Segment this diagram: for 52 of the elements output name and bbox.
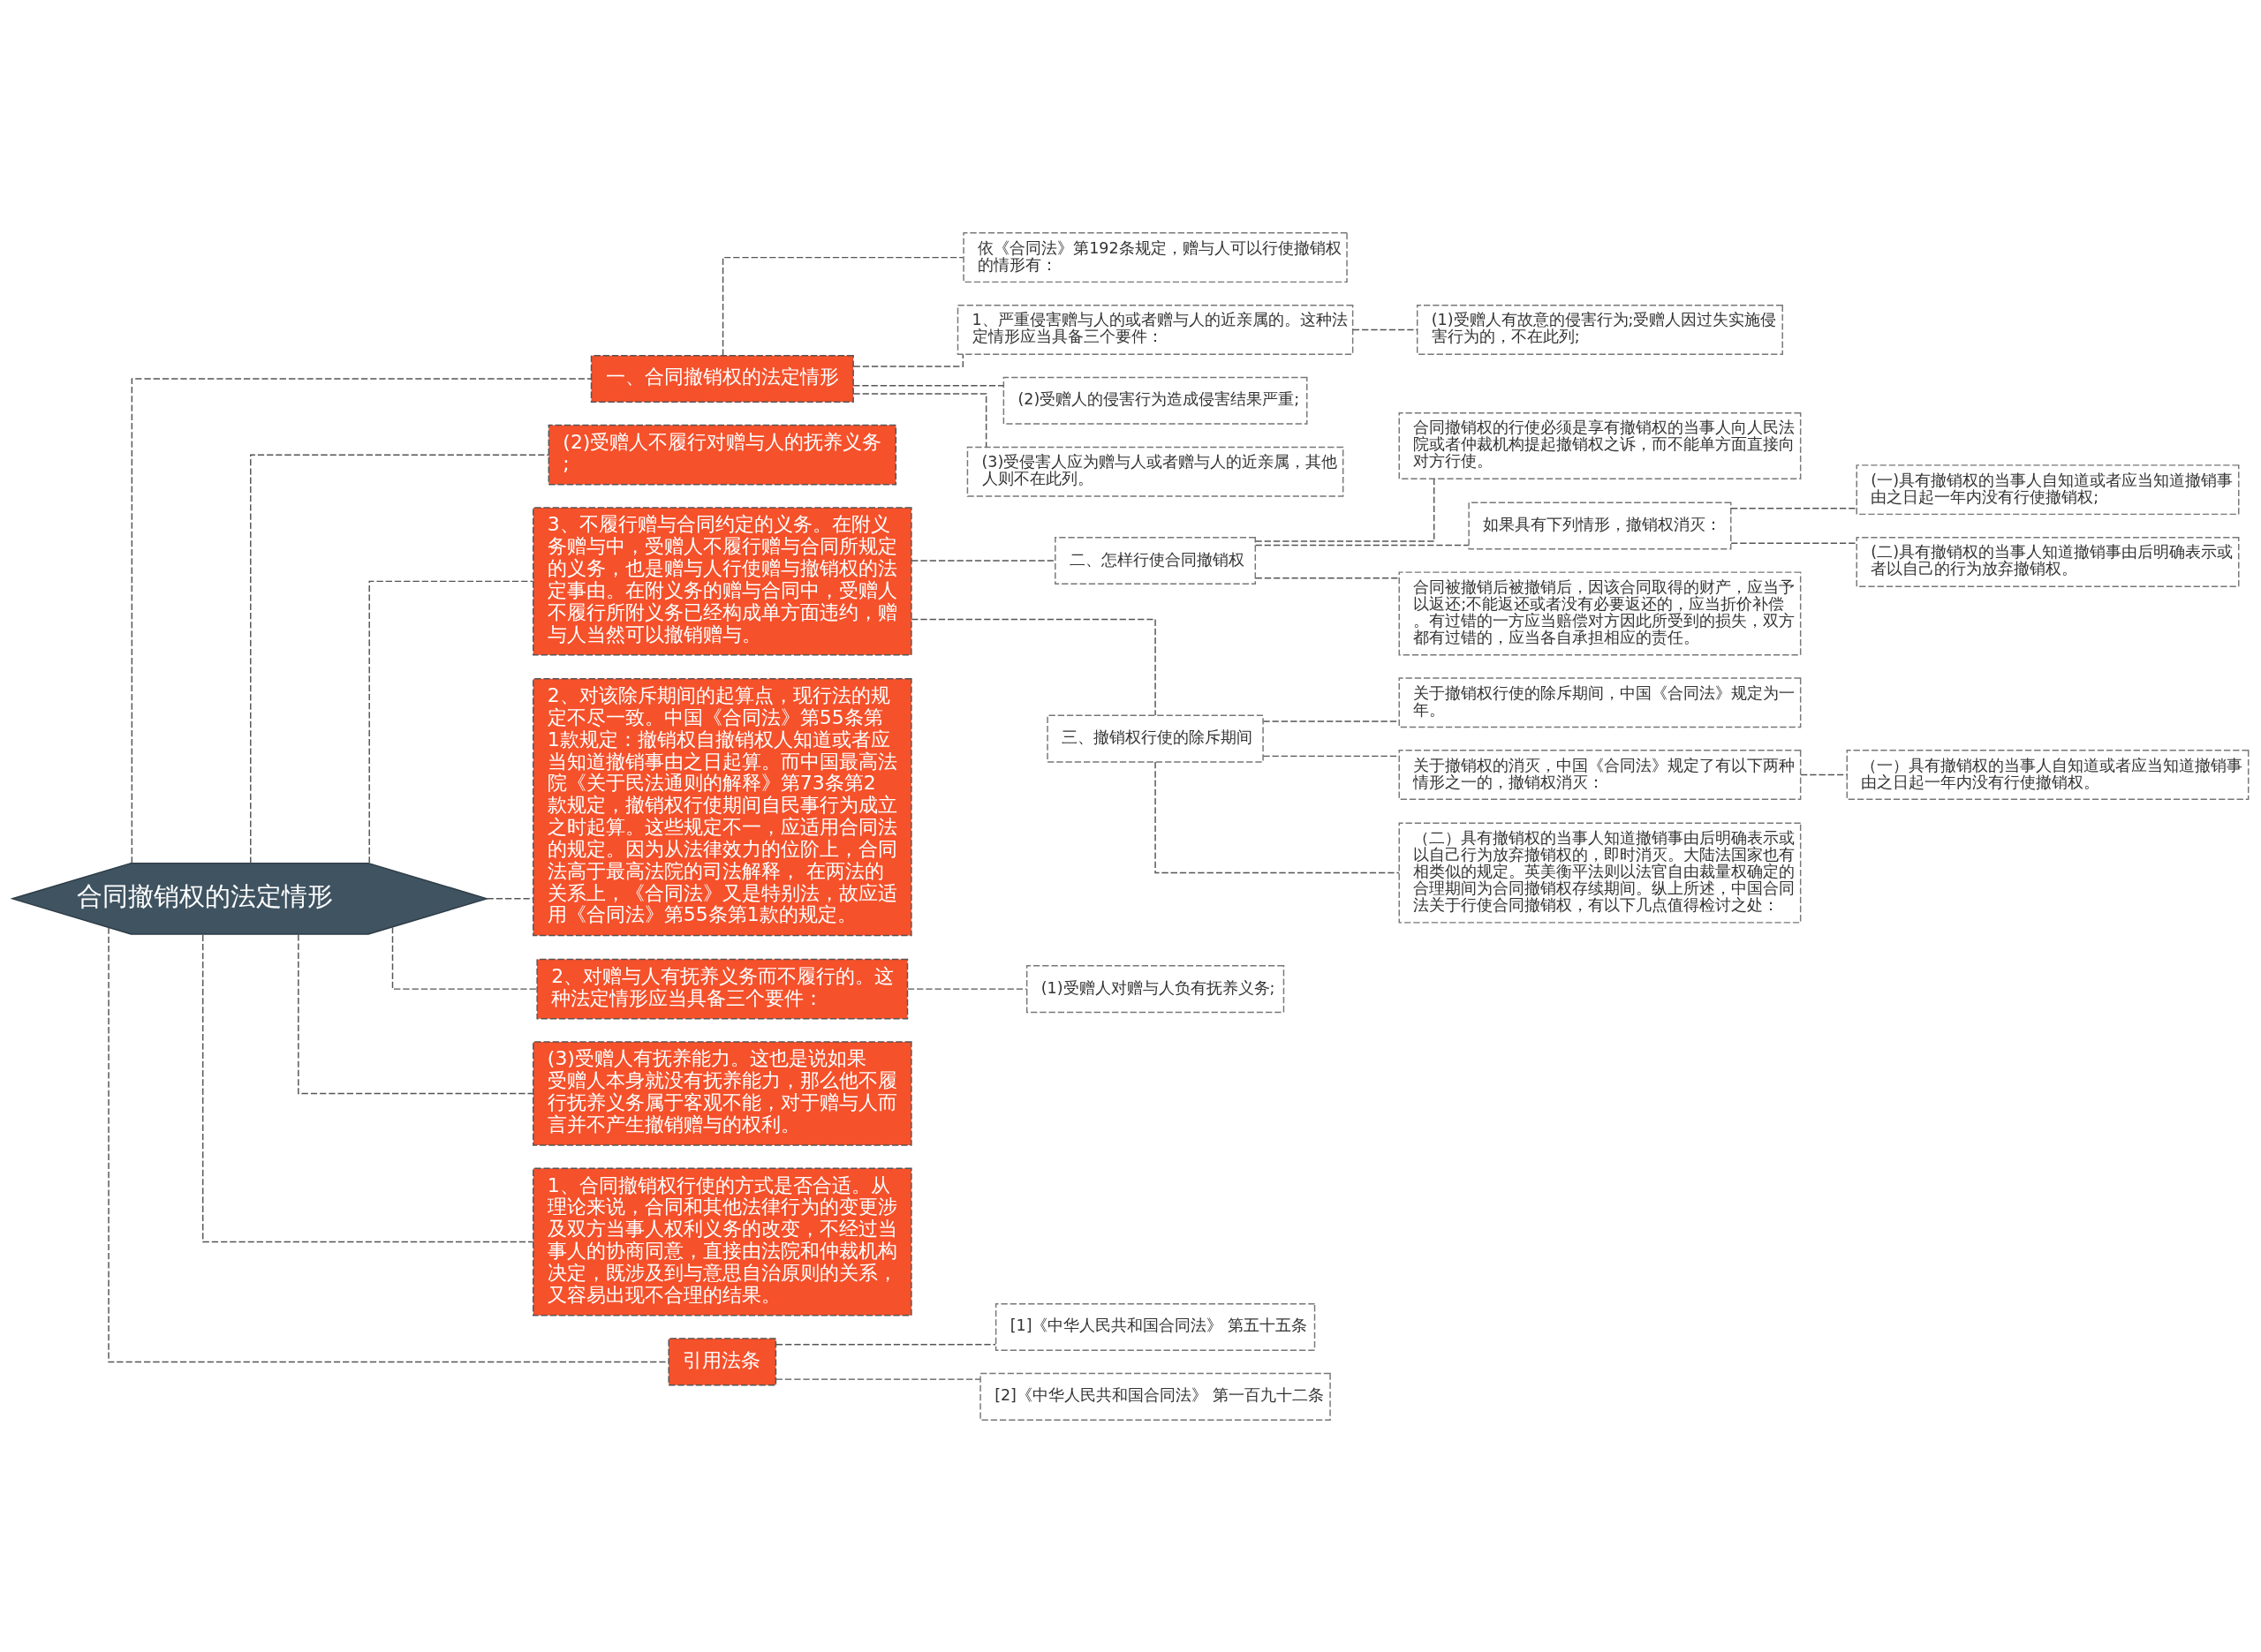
- node-box: 一、合同撤销权的法定情形: [590, 354, 854, 403]
- connector: [391, 925, 538, 990]
- node-box: （一）具有撤销权的当事人自知道或者应当知道撤销事由之日起一年内没有行使撤销权。: [1846, 749, 2250, 800]
- connector: [298, 933, 533, 1094]
- connector: [131, 377, 593, 864]
- node-box: 合同被撤销后被撤销后，因该合同取得的财产，应当予以返还;不能返还或者没有必要返还的，应当折价补偿。有过错的一方应当赔偿对方因此所受到的损失，双方都有过错的，应当各自承担相应的责任。: [1398, 570, 1802, 655]
- connector: [1730, 507, 1857, 509]
- node-box: （二）具有撤销权的当事人知道撤销事由后明确表示或以自己行为放弃撤销权的，即时消灭。大陆法国家也有相类似的规定。英美衡平法则以法官自由裁量权确定的合理期间为合同撤销权存续期间。纵上所述，中国合同法关于行使合同撤销权，有以下几点值得检讨之处：: [1398, 822, 1802, 924]
- connector: [907, 987, 1027, 990]
- connector: [722, 256, 964, 356]
- connector: [1254, 577, 1400, 578]
- connector: [911, 559, 1056, 562]
- node-box: 1、严重侵害赠与人的或者赠与人的近亲属的。这种法定情形应当具备三个要件：: [957, 304, 1354, 355]
- connector: [368, 580, 534, 864]
- connector: [775, 1377, 981, 1380]
- connector: [911, 618, 1156, 716]
- node-box: 合同撤销权的行使必须是享有撤销权的当事人向人民法院或者仲裁机构提起撤销权之诉，而不能单方面直接向对方行使。: [1398, 411, 1802, 479]
- connector: [1254, 544, 1470, 546]
- connector: [1154, 760, 1400, 873]
- node-box: 二、怎样行使合同撤销权: [1055, 536, 1257, 585]
- node-box: (二)具有撤销权的当事人知道撤销事由后明确表示或者以自己的行为放弃撤销权。: [1856, 536, 2240, 587]
- node-box: (1)受赠人对赠与人负有抚养义务;: [1025, 964, 1285, 1013]
- node-box: (2)受赠人不履行对赠与人的抚养义务;: [548, 424, 897, 485]
- node-box: 关于撤销权行使的除斥期间，中国《合同法》规定为一年。: [1398, 676, 1802, 728]
- node-box: (1)受赠人有故意的侵害行为;受赠人因过失实施侵害行为的，不在此列;: [1416, 304, 1783, 355]
- node-box: (2)受赠人的侵害行为造成侵害结果严重;: [1002, 376, 1308, 425]
- connector: [852, 392, 987, 448]
- node-box: 引用法条: [668, 1337, 777, 1385]
- connector: [852, 384, 1004, 386]
- node-box: [2]《中华人民共和国合同法》 第一百九十二条: [979, 1372, 1331, 1421]
- connector: [775, 1343, 996, 1345]
- node-box: 2、对该除斥期间的起算点，现行法的规定不尽一致。中国《合同法》第55条第1款规定：撤销权自撤销权人知道或者应当知道撤销事由之日起算。而中国最高法院《关于民法通则的解释》第73条第2款规定，撤销权行使期间自民事行为成立之时起算。这些规定不一，应适用合同法的规定。因为从法律效力的位阶上，合同法高于最高法院的司法解释， 在两法的关系上，《合同法》又是特别法，故应适用《合同法》第55条第1款的规定。: [533, 677, 912, 936]
- node-box: (一)具有撤销权的当事人自知道或者应当知道撤销事由之日起一年内没有行使撤销权;: [1856, 464, 2240, 515]
- connector: [1254, 478, 1435, 542]
- node-box: [1]《中华人民共和国合同法》 第五十五条: [994, 1302, 1316, 1351]
- node-box: 关于撤销权的消灭，中国《合同法》规定了有以下两种情形之一的，撤销权消灭：: [1398, 749, 1802, 800]
- node-box: 如果具有下列情形，撤销权消灭：: [1468, 502, 1732, 550]
- connector: [486, 897, 534, 900]
- connector: [1800, 773, 1848, 775]
- node-box: 三、撤销权行使的除斥期间: [1047, 714, 1264, 763]
- connector: [108, 926, 669, 1362]
- node-box: 3、不履行赠与合同约定的义务。在附义务赠与中，受赠人不履行赠与合同所规定的义务，也是赠与人行使赠与撤销权的法定事由。在附义务的赠与合同中，受赠人不履行所附义务已经构成单方面违约，赠与人当然可以撤销赠与。: [533, 506, 912, 655]
- node-box: 1、合同撤销权行使的方式是否合适。从理论来说，合同和其他法律行为的变更涉及双方当事人权利义务的改变，不经过当事人的协商同意，直接由法院和仲裁机构决定，既涉及到与意思自治原则的关系，又容易出现不合理的结果。: [533, 1167, 912, 1316]
- connector: [1730, 542, 1857, 544]
- connector: [201, 933, 534, 1242]
- node-box: 依《合同法》第192条规定，赠与人可以行使撤销权的情形有：: [963, 231, 1348, 283]
- node-box: (3)受侵害人应为赠与人或者赠与人的近亲属，其他人则不在此列。: [966, 446, 1344, 497]
- connector: [250, 453, 549, 864]
- connector: [1352, 328, 1418, 330]
- node-box: (3)受赠人有抚养能力。这也是说如果受赠人本身就没有抚养能力，那么他不履行抚养义务属于客观不能，对于赠与人而言并不产生撤销赠与的权利。: [533, 1040, 912, 1146]
- connector: [852, 353, 964, 367]
- node-box: 2、对赠与人有抚养义务而不履行的。这种法定情形应当具备三个要件：: [536, 958, 909, 1019]
